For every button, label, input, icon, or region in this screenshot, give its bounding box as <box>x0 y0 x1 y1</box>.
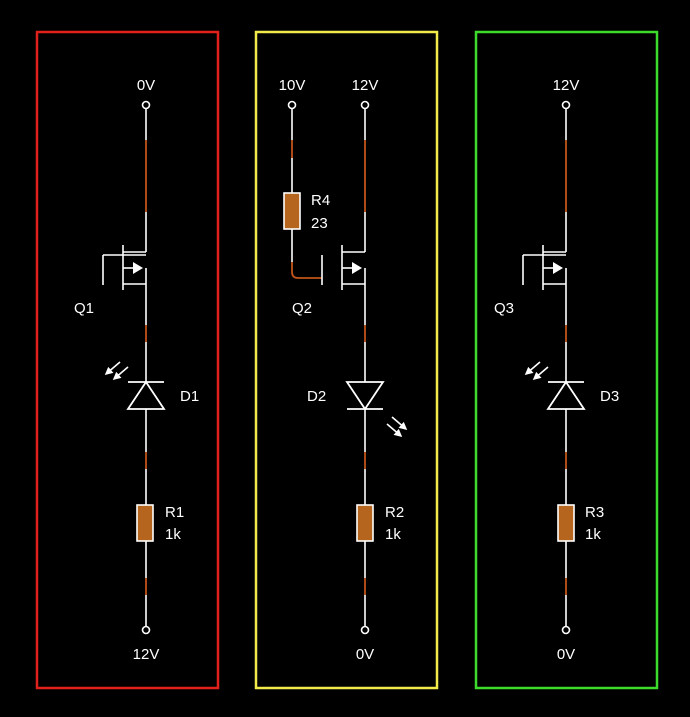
gate-terminal <box>287 100 297 110</box>
resistor-value-label: 1k <box>385 526 401 543</box>
circuit-frame-green <box>474 30 659 690</box>
resistor-r1 <box>136 504 154 542</box>
resistor-r4 <box>283 192 301 230</box>
resistor-value-label: 1k <box>165 526 181 543</box>
bottom-voltage-label: 0V <box>356 646 374 663</box>
led-d2 <box>345 381 408 438</box>
circuit-frame-red <box>35 30 220 690</box>
gate-voltage-label: 10V <box>279 77 306 94</box>
bottom-voltage-label: 12V <box>133 646 160 663</box>
diode-label: D2 <box>307 388 326 405</box>
circuit-3: 12V Q3 D3 R3 1k <box>494 77 619 663</box>
bottom-terminal <box>561 625 571 635</box>
bottom-terminal <box>360 625 370 635</box>
resistor-name-label: R1 <box>165 504 184 521</box>
mosfet-q1 <box>102 245 147 290</box>
transistor-label: Q3 <box>494 300 514 317</box>
top-terminal <box>360 100 370 110</box>
circuit-2: 10V R4 23 12V Q2 <box>279 77 408 663</box>
mosfet-arrow-icon <box>553 262 563 274</box>
top-voltage-label: 0V <box>137 77 155 94</box>
gate-resistor-value-label: 23 <box>311 215 328 232</box>
gate-resistor-name-label: R4 <box>311 192 330 209</box>
mosfet-q3 <box>522 245 567 290</box>
top-voltage-label: 12V <box>352 77 379 94</box>
resistor-r2 <box>356 504 374 542</box>
top-terminal <box>141 100 151 110</box>
top-voltage-label: 12V <box>553 77 580 94</box>
mosfet-arrow-icon <box>352 262 362 274</box>
mosfet-arrow-icon <box>133 262 143 274</box>
top-terminal <box>561 100 571 110</box>
transistor-label: Q2 <box>292 300 312 317</box>
circuit-1: 0V Q1 D1 R1 1k <box>74 77 199 663</box>
circuit-frame-yellow <box>254 30 439 690</box>
led-d3 <box>524 361 586 410</box>
bottom-voltage-label: 0V <box>557 646 575 663</box>
led-d1 <box>104 361 166 410</box>
transistor-label: Q1 <box>74 300 94 317</box>
resistor-value-label: 1k <box>585 526 601 543</box>
diode-label: D3 <box>600 388 619 405</box>
resistor-name-label: R3 <box>585 504 604 521</box>
resistor-name-label: R2 <box>385 504 404 521</box>
diode-label: D1 <box>180 388 199 405</box>
bottom-terminal <box>141 625 151 635</box>
resistor-r3 <box>557 504 575 542</box>
mosfet-q2 <box>321 245 366 290</box>
